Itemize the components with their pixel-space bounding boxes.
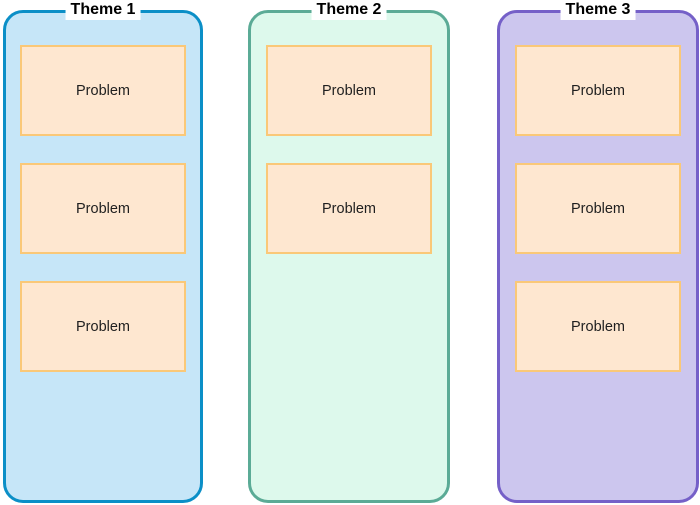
problem-label: Problem (76, 200, 130, 217)
problem-label: Problem (322, 82, 376, 99)
problem-label: Problem (571, 82, 625, 99)
theme-1-problem-card-1[interactable]: Problem (20, 45, 186, 136)
theme-2-problem-card-2[interactable]: Problem (266, 163, 432, 254)
theme-1-problem-card-2[interactable]: Problem (20, 163, 186, 254)
theme-1-container[interactable]: Theme 1 Problem Problem Problem (3, 0, 203, 503)
theme-3-title: Theme 3 (560, 0, 636, 20)
theme-1-title: Theme 1 (65, 0, 141, 20)
problem-label: Problem (76, 318, 130, 335)
theme-1-problem-card-3[interactable]: Problem (20, 281, 186, 372)
problem-label: Problem (571, 318, 625, 335)
theme-3-container[interactable]: Theme 3 Problem Problem Problem (497, 0, 699, 503)
theme-2-title: Theme 2 (311, 0, 387, 20)
theme-2-container[interactable]: Theme 2 Problem Problem (248, 0, 450, 503)
theme-3-problem-card-3[interactable]: Problem (515, 281, 681, 372)
problem-label: Problem (571, 200, 625, 217)
theme-3-problem-card-2[interactable]: Problem (515, 163, 681, 254)
theme-3-problem-card-1[interactable]: Problem (515, 45, 681, 136)
problem-label: Problem (322, 200, 376, 217)
theme-2-problem-card-1[interactable]: Problem (266, 45, 432, 136)
problem-label: Problem (76, 82, 130, 99)
